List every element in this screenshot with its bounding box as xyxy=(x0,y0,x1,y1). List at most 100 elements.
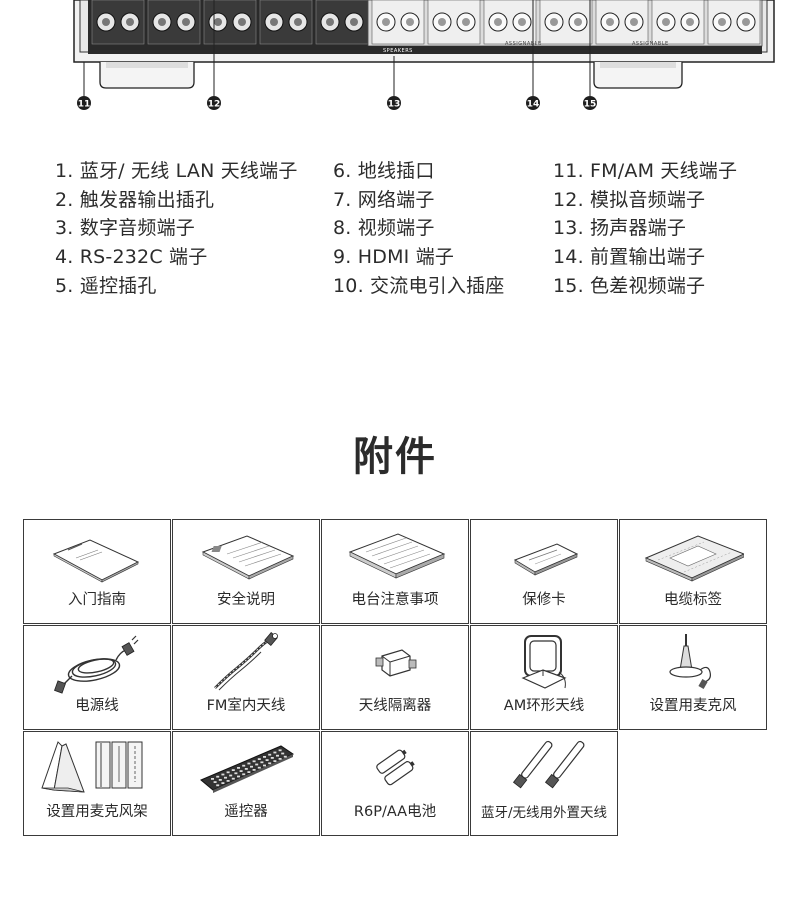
binding-post-core xyxy=(158,18,166,26)
legend-item: 8. 视频端子 xyxy=(333,217,435,240)
remote-key xyxy=(247,771,251,773)
accessory-cell: 入门指南 xyxy=(23,519,171,624)
accessory-label: 保修卡 xyxy=(522,592,566,608)
binding-post-core xyxy=(126,18,134,26)
svg-text:15: 15 xyxy=(584,100,597,110)
remote-key xyxy=(273,760,277,762)
legend-item: 3. 数字音频端子 xyxy=(55,217,195,240)
am-loop-antenna-icon xyxy=(521,635,567,689)
external-antenna-icon xyxy=(512,740,585,789)
remote-key xyxy=(226,780,230,782)
remote-key xyxy=(247,762,251,765)
accessory-cell: 天线隔离器 xyxy=(321,625,469,730)
legend-item: 11. FM/AM 天线端子 xyxy=(553,160,738,182)
warranty-card-icon xyxy=(513,543,579,576)
legend-item: 4. RS-232C 端子 xyxy=(55,246,208,269)
legend-column-2: 6. 地线插口 7. 网络端子 8. 视频端子 9. HDMI 端子 10. 交… xyxy=(333,157,504,301)
remote-key xyxy=(224,776,227,779)
accessory-label: 遥控器 xyxy=(224,804,268,820)
accessories-title: 附件 xyxy=(353,434,437,480)
binding-post-core xyxy=(294,18,302,26)
remote-key xyxy=(252,760,256,763)
remote-key xyxy=(216,784,220,787)
remote-key xyxy=(260,761,264,764)
accessory-cell: 电缆标签 xyxy=(619,519,767,624)
binding-post-core xyxy=(182,18,190,26)
accessory-cell: 遥控器 xyxy=(172,731,320,836)
aa-batteries-icon xyxy=(376,749,415,786)
legend-item: 6. 地线插口 xyxy=(333,160,435,182)
binding-post-core xyxy=(574,18,582,26)
binding-post-core xyxy=(438,18,446,26)
remote-key xyxy=(268,753,272,756)
remote-key xyxy=(218,779,222,781)
remote-key xyxy=(244,768,248,770)
accessory-cell: 设置用麦克风架 xyxy=(23,731,171,836)
remote-key xyxy=(268,762,272,765)
binding-post-core xyxy=(494,18,502,26)
accessory-label: 设置用麦克风架 xyxy=(46,804,148,820)
accessory-cell: 电源线 xyxy=(23,625,171,730)
remote-key xyxy=(231,777,235,780)
accessory-label: FM室内天线 xyxy=(206,698,286,714)
cable-label-icon xyxy=(644,535,744,582)
remote-key xyxy=(270,757,274,759)
svg-text:11: 11 xyxy=(78,100,91,110)
remote-key xyxy=(237,767,240,769)
remote-key xyxy=(252,769,256,771)
notice-sheet-icon xyxy=(348,533,446,579)
legend-item: 7. 网络端子 xyxy=(333,188,435,211)
binding-post-core xyxy=(462,18,470,26)
legend-column-1: 1. 蓝牙/ 无线 LAN 天线端子 2. 触发器输出插孔 3. 数字音频端子 … xyxy=(55,157,298,301)
remote-key xyxy=(239,770,243,772)
power-cord-icon xyxy=(54,635,139,694)
svg-text:12: 12 xyxy=(208,100,221,110)
binding-post-core xyxy=(326,18,334,26)
safety-sheet-icon xyxy=(201,535,295,580)
binding-post-core xyxy=(382,18,390,26)
binding-post-core xyxy=(718,18,726,26)
assignable-label-2: ASSIGNABLE xyxy=(632,41,669,47)
binding-post-core xyxy=(350,18,358,26)
fm-antenna-icon xyxy=(214,632,278,691)
microphone-stand-icon xyxy=(41,741,143,793)
remote-key xyxy=(242,773,246,776)
remote-key xyxy=(281,752,285,755)
binding-post-core xyxy=(406,18,414,26)
antenna-isolator-icon xyxy=(375,649,417,677)
legend-item: 2. 触发器输出插孔 xyxy=(55,188,215,211)
svg-text:13: 13 xyxy=(388,100,401,110)
accessory-label: 入门指南 xyxy=(68,592,126,608)
setup-microphone-icon xyxy=(669,634,711,689)
remote-key xyxy=(276,754,279,757)
accessory-cell: 电台注意事项 xyxy=(321,519,469,624)
rear-panel-diagram: SPEAKERS ASSIGNABLE ASSIGNABLE 11 12 13 … xyxy=(73,0,775,110)
legend-column-3: 11. FM/AM 天线端子 12. 模拟音频端子 13. 扬声器端子 14. … xyxy=(553,157,737,301)
accessory-label: 电台注意事项 xyxy=(351,592,439,608)
remote-key xyxy=(226,771,230,774)
accessory-label: 电缆标签 xyxy=(664,592,722,608)
svg-text:14: 14 xyxy=(527,100,540,110)
callout-14: 14 xyxy=(526,96,540,110)
remote-key xyxy=(283,755,287,758)
legend-item: 10. 交流电引入插座 xyxy=(333,274,505,297)
remote-key xyxy=(221,782,225,784)
binding-post-core xyxy=(518,18,526,26)
assignable-label-1: ASSIGNABLE xyxy=(505,41,542,47)
legend-item: 1. 蓝牙/ 无线 LAN 天线端子 xyxy=(55,160,298,182)
accessory-label: 设置用麦克风 xyxy=(649,698,737,714)
accessory-cell: 安全说明 xyxy=(172,519,320,624)
accessory-label: 蓝牙/无线用外置天线 xyxy=(480,805,608,821)
binding-post-core xyxy=(550,18,558,26)
legend-item: 14. 前置输出端子 xyxy=(553,246,706,269)
accessories-grid: 入门指南 安全说明 电台注意事项 xyxy=(23,519,767,837)
callout-12: 12 xyxy=(207,96,221,110)
accessory-cell: 蓝牙/无线用外置天线 xyxy=(470,731,618,836)
legend-item: 5. 遥控插孔 xyxy=(55,274,157,297)
remote-key xyxy=(278,758,282,760)
remote-key xyxy=(265,759,269,761)
binding-post-core xyxy=(630,18,638,26)
remote-control-icon xyxy=(200,745,295,793)
remote-key xyxy=(250,765,253,768)
callout-11: 11 xyxy=(77,96,91,110)
